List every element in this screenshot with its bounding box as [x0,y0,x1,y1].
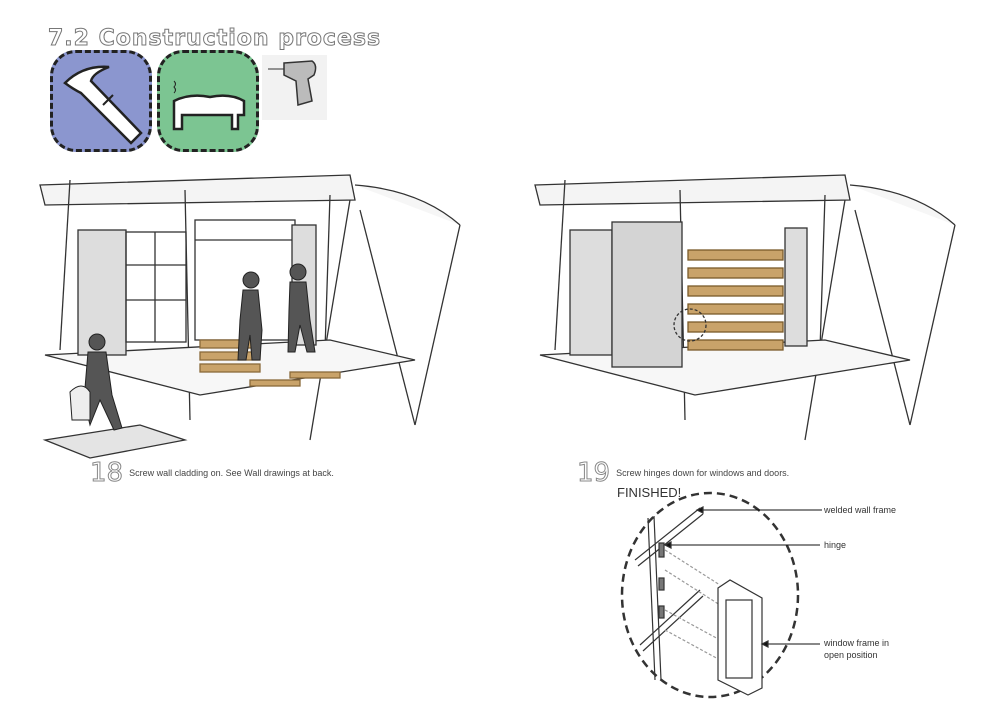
step-19-caption: 19 Screw hinges down for windows and doo… [576,458,790,489]
step-caption: Screw hinges down for windows and doors. [616,468,790,478]
step-number: 18 [89,458,124,489]
hammer-icon [50,50,152,152]
step-number: 19 [576,458,611,489]
drill-icon [262,55,327,120]
detail-heading: FINISHED! [617,485,682,500]
label-window-frame: window frame in open position [824,638,890,660]
step-caption: Screw wall cladding on. See Wall drawing… [129,468,334,478]
bed-frame-icon [157,50,259,152]
label-hinge: hinge [824,540,847,550]
step-18-caption: 18 Screw wall cladding on. See Wall draw… [89,458,334,489]
page-title: 7.2 Construction process [47,26,382,52]
label-welded-wall-frame: welded wall frame [824,505,897,515]
